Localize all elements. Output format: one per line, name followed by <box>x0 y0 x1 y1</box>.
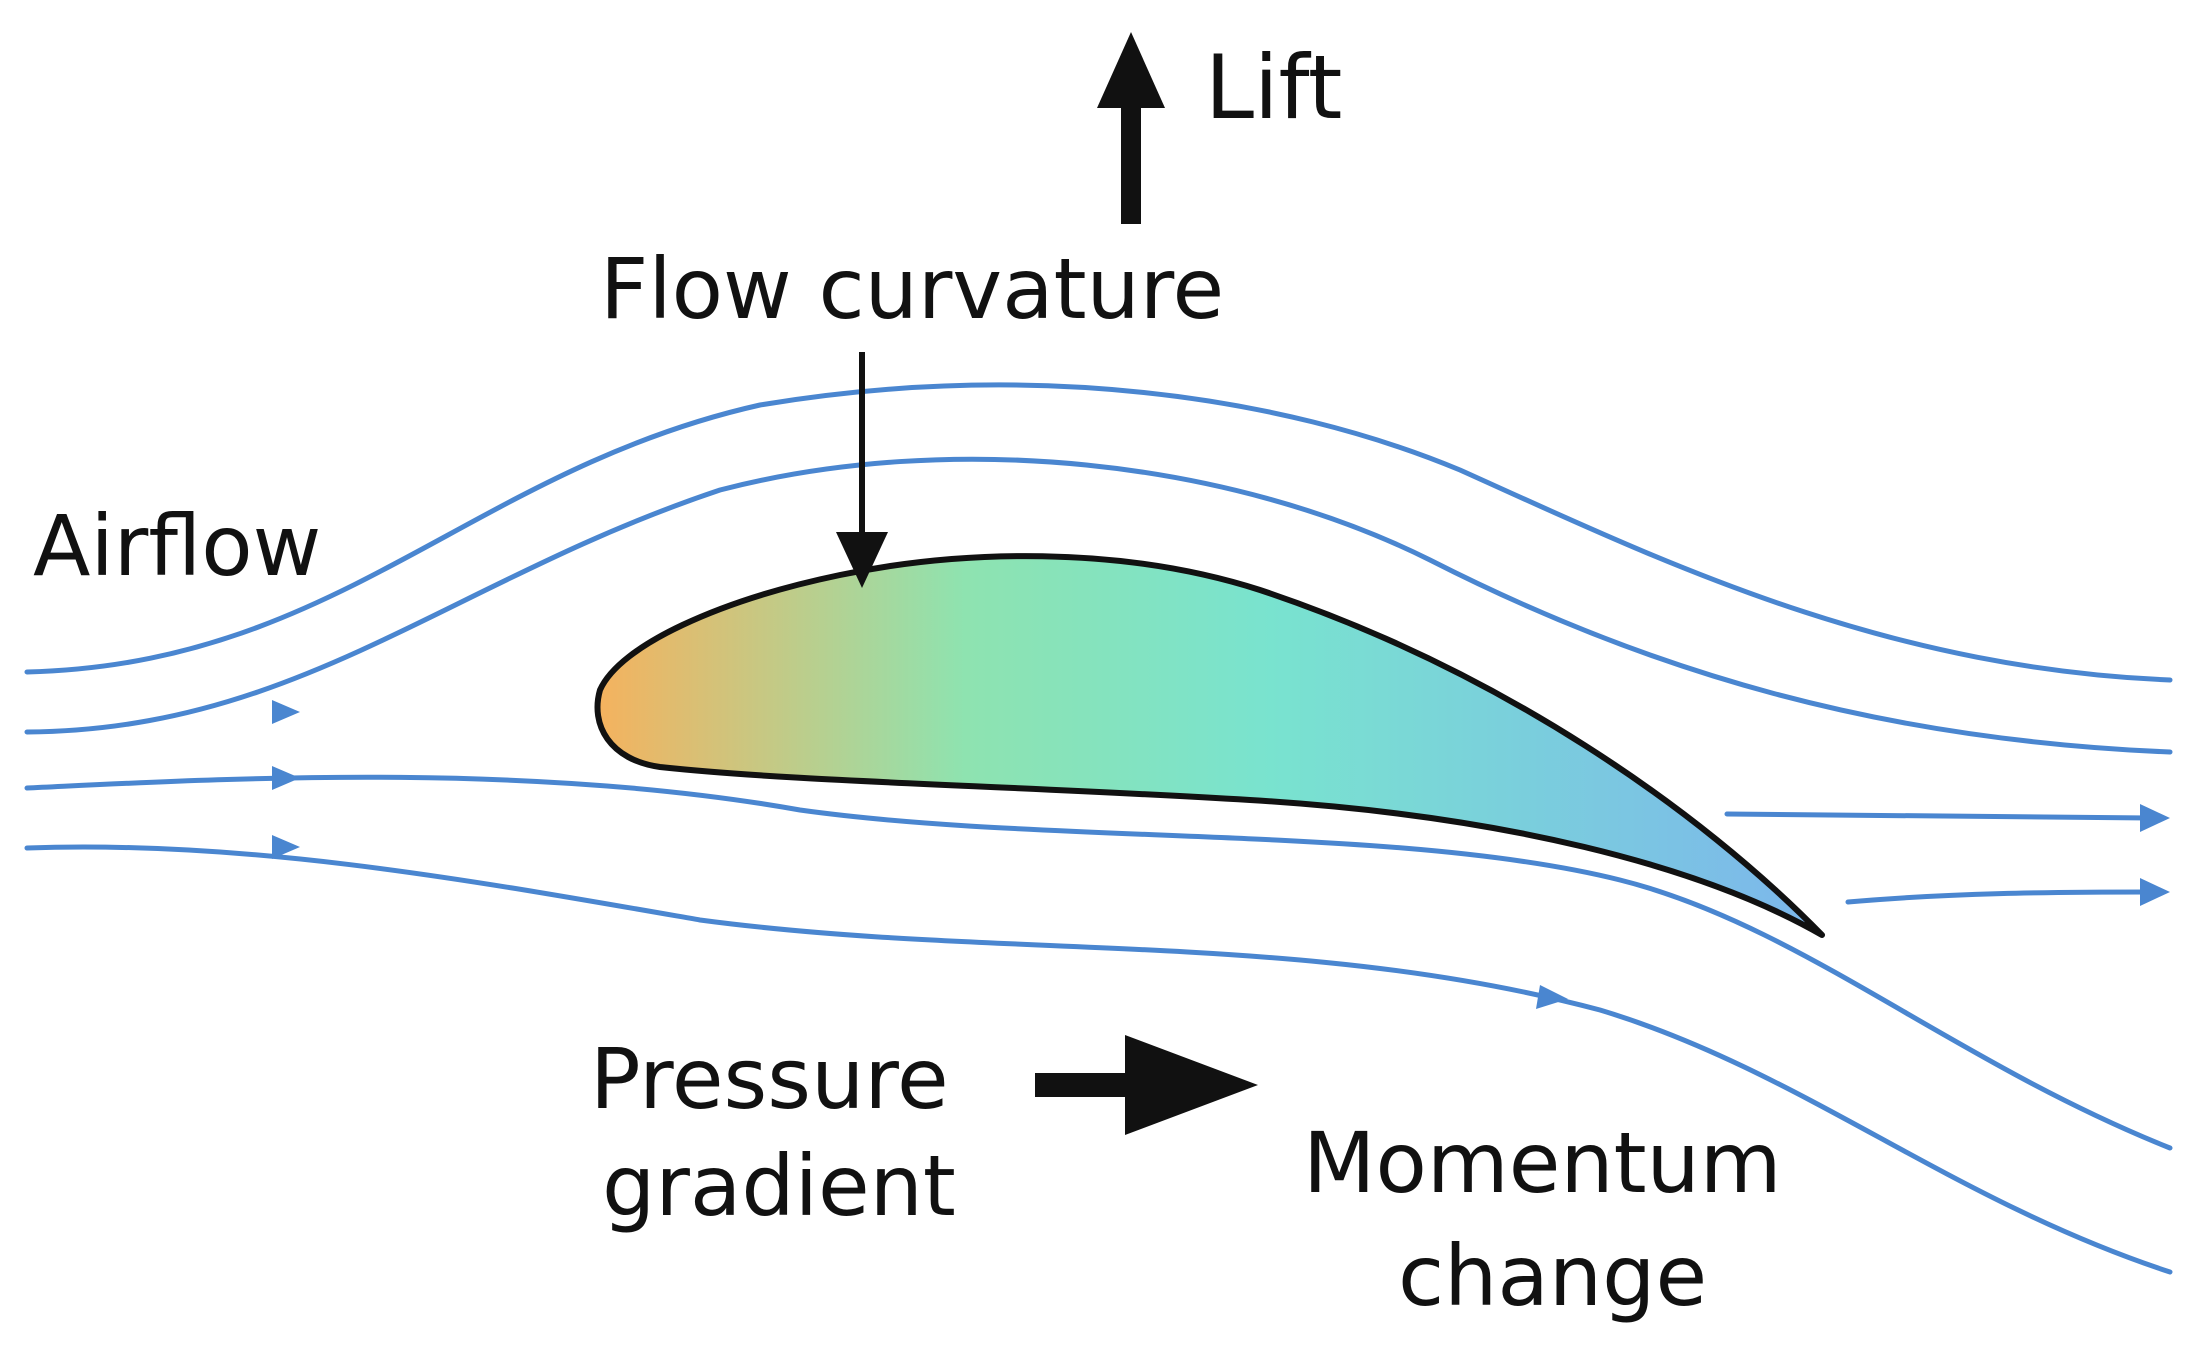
streamline-wake-upper <box>1724 811 2153 821</box>
flow-arrowheads <box>272 700 2170 1009</box>
flow-arrow-icon <box>1536 985 1568 1009</box>
streamline-wake-lower <box>1845 889 2153 905</box>
flow-arrow-icon <box>2140 878 2170 906</box>
streamline-middle <box>24 774 2173 1151</box>
airfoil <box>594 553 1825 938</box>
curvature-arrow-icon <box>836 352 888 588</box>
label-pressure-line1: Pressure <box>590 1030 949 1128</box>
streamline-lower <box>24 844 2173 1275</box>
label-lift: Lift <box>1205 36 1342 139</box>
streamline-top <box>24 382 2173 683</box>
streamlines <box>24 382 2173 1275</box>
label-airflow: Airflow <box>33 497 321 595</box>
flow-arrow-icon <box>272 700 300 724</box>
label-momentum-line2: change <box>1398 1227 1707 1325</box>
label-flow-curvature: Flow curvature <box>600 240 1224 338</box>
label-momentum-line1: Momentum <box>1303 1114 1782 1212</box>
lift-arrow-icon <box>1097 32 1165 224</box>
streamline-upper <box>24 456 2173 755</box>
label-pressure-line2: gradient <box>602 1137 956 1235</box>
flow-arrow-icon <box>272 835 300 859</box>
flow-arrow-icon <box>2140 804 2170 832</box>
flow-arrow-icon <box>272 766 300 790</box>
pressure-momentum-arrow-icon <box>1035 1035 1258 1135</box>
